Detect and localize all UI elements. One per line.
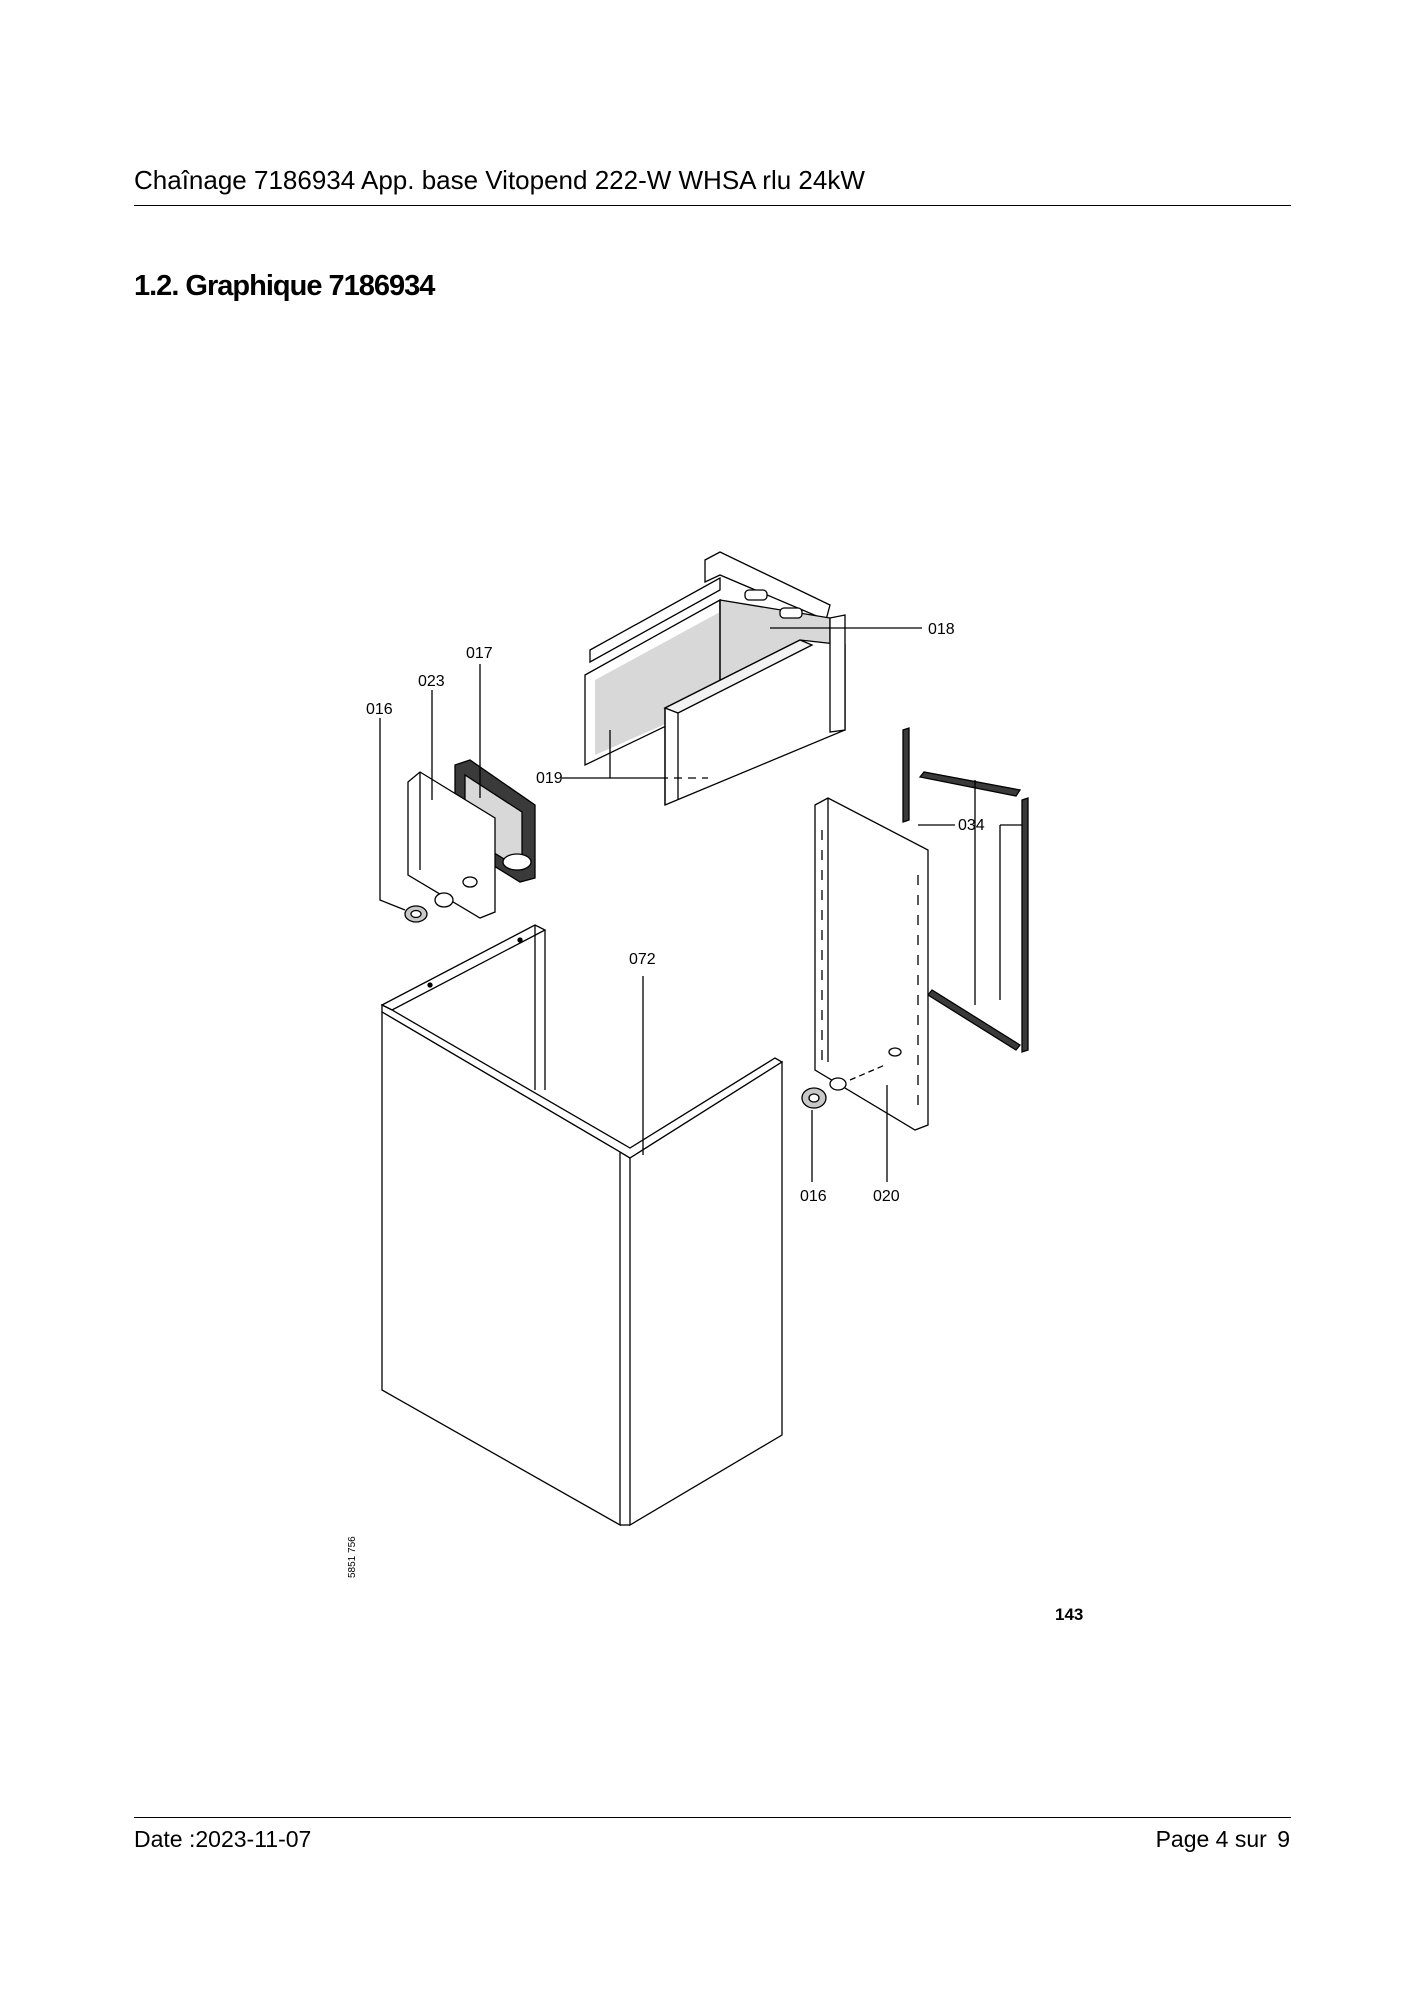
callout-020: 020: [873, 1188, 900, 1205]
side-rails-034: [902, 727, 1029, 1053]
page-total: 9: [1277, 1826, 1290, 1852]
callout-034: 034: [958, 817, 985, 834]
callout-016-left: 016: [366, 701, 393, 718]
footer-date: Date :2023-11-07: [134, 1826, 312, 1852]
page-label: Page 4 sur: [1155, 1826, 1267, 1852]
callout-018: 018: [928, 621, 955, 638]
figure-number: 143: [1055, 1605, 1083, 1624]
callout-017: 017: [466, 645, 493, 662]
top-box-part: [584, 551, 846, 806]
section-title: 1.2. Graphique 7186934: [134, 270, 435, 302]
callout-023: 023: [418, 673, 445, 690]
footer-rule: [134, 1817, 1291, 1818]
main-casing-072: [380, 924, 784, 1527]
drawing-id: 5851 756: [347, 1536, 358, 1578]
callout-019: 019: [536, 770, 563, 787]
callout-072: 072: [629, 951, 656, 968]
leader-016-axis: [849, 1064, 886, 1081]
seal-ring-016-left: [404, 892, 454, 923]
callout-016-right: 016: [800, 1188, 827, 1205]
document-header-title: Chaînage 7186934 App. base Vitopend 222-…: [134, 165, 865, 195]
footer-page-info: Page 4 sur 9: [1152, 1826, 1290, 1853]
seal-ring-016-right: [801, 1077, 847, 1109]
back-panel-020: [814, 797, 929, 1131]
leader-016-left: [379, 718, 406, 911]
header-rule: [134, 205, 1291, 206]
cover-plate-023: [407, 771, 496, 919]
